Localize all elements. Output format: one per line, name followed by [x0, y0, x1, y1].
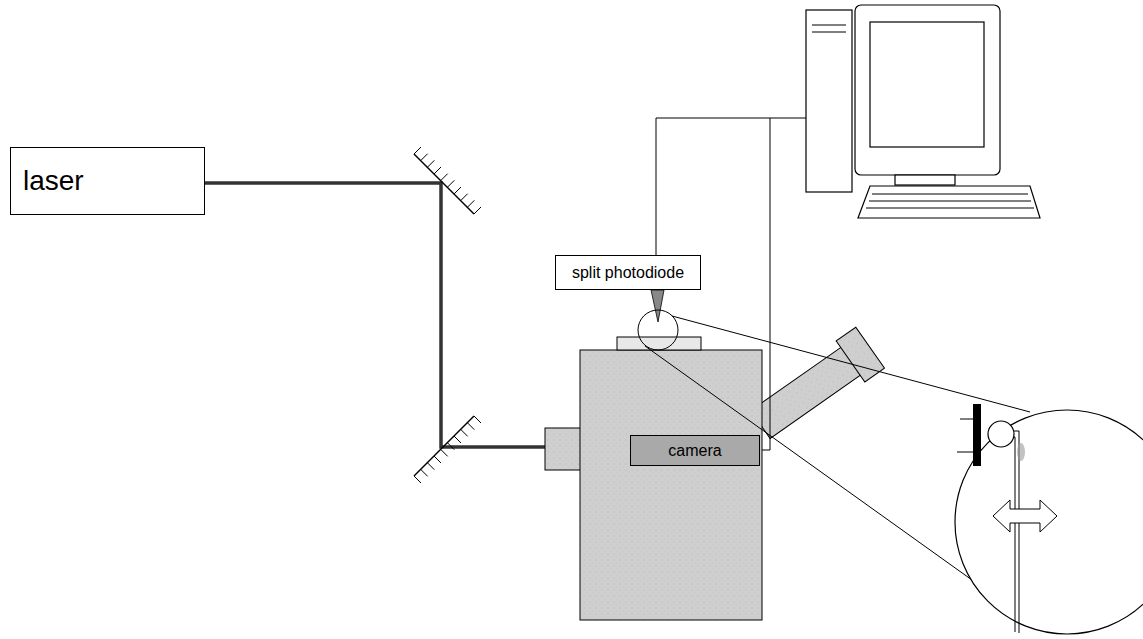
zoom-line [672, 316, 1030, 412]
photodiode-box: split photodiode [555, 255, 701, 290]
node-label: camera [668, 442, 721, 460]
camera-box: camera [630, 435, 760, 466]
laser-beam [205, 183, 545, 447]
node-label: split photodiode [572, 264, 684, 282]
zoom-inset [955, 404, 1143, 634]
photodiode-tip [651, 290, 664, 322]
signal-wire [656, 118, 808, 255]
node-label: laser [23, 165, 84, 197]
laser-box: laser [10, 147, 205, 215]
microscope [545, 327, 884, 620]
signal-wire [762, 118, 770, 450]
mirror [414, 416, 481, 483]
computer [806, 5, 1040, 218]
mirror [414, 147, 481, 214]
